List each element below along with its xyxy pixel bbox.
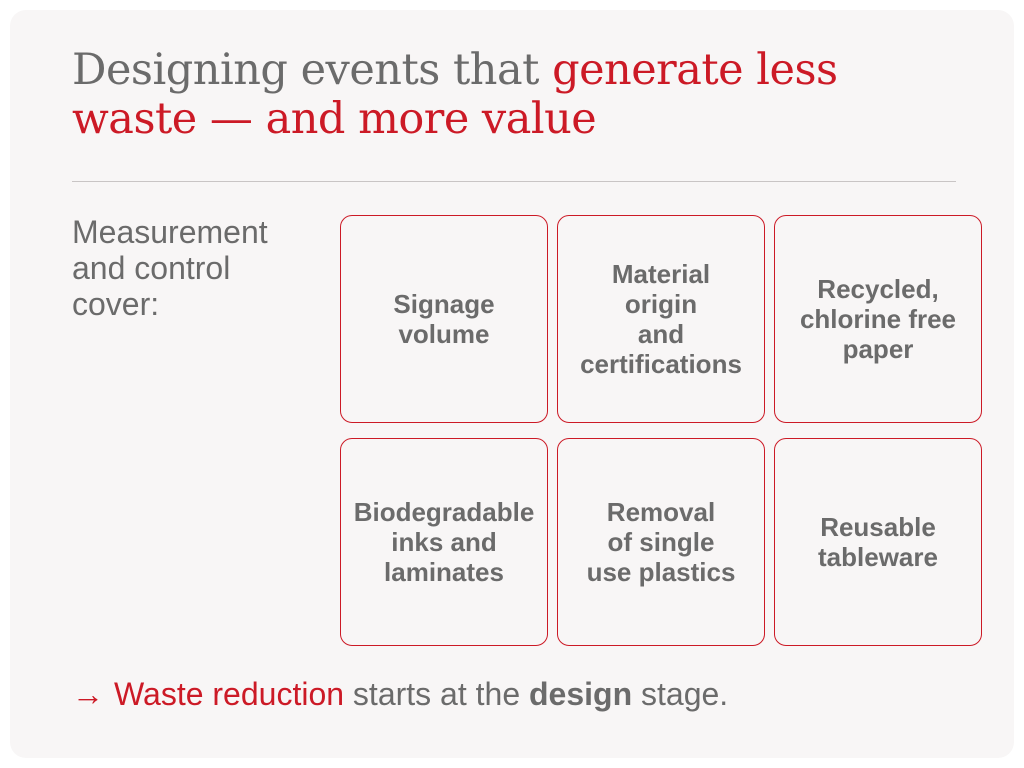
title-prefix: Designing events that xyxy=(72,45,553,95)
tile-reusable-tableware: Reusable tableware xyxy=(774,438,982,646)
tile-label: Biodegradable inks and laminates xyxy=(353,497,535,587)
footer-middle: starts at the xyxy=(344,676,529,712)
footer-statement: → Waste reduction starts at the design st… xyxy=(72,674,972,714)
tile-biodegradable-inks: Biodegradable inks and laminates xyxy=(340,438,548,646)
tile-grid: Signage volume Material origin and certi… xyxy=(340,215,982,646)
tile-label: Signage volume xyxy=(393,289,495,349)
title-accent: generate less waste — and more value xyxy=(72,45,838,144)
footer-bold: design xyxy=(529,676,633,712)
arrow-right-icon: → xyxy=(72,676,104,712)
footer-end: stage. xyxy=(632,676,729,712)
tile-label: Recycled, chlorine free paper xyxy=(799,274,957,364)
tile-label: Removal of single use plastics xyxy=(586,497,736,587)
footer-accent: Waste reduction xyxy=(114,676,345,712)
content-card: Designing events that generate less wast… xyxy=(10,10,1014,758)
divider xyxy=(72,181,956,182)
page-title: Designing events that generate less wast… xyxy=(72,46,972,144)
tile-recycled-paper: Recycled, chlorine free paper xyxy=(774,215,982,423)
intro-text: Measurement and control cover: xyxy=(72,214,268,322)
tile-signage-volume: Signage volume xyxy=(340,215,548,423)
tile-label: Reusable tableware xyxy=(818,512,938,572)
tile-material-origin: Material origin and certifications xyxy=(557,215,765,423)
tile-single-use-plastics: Removal of single use plastics xyxy=(557,438,765,646)
tile-label: Material origin and certifications xyxy=(580,259,742,379)
